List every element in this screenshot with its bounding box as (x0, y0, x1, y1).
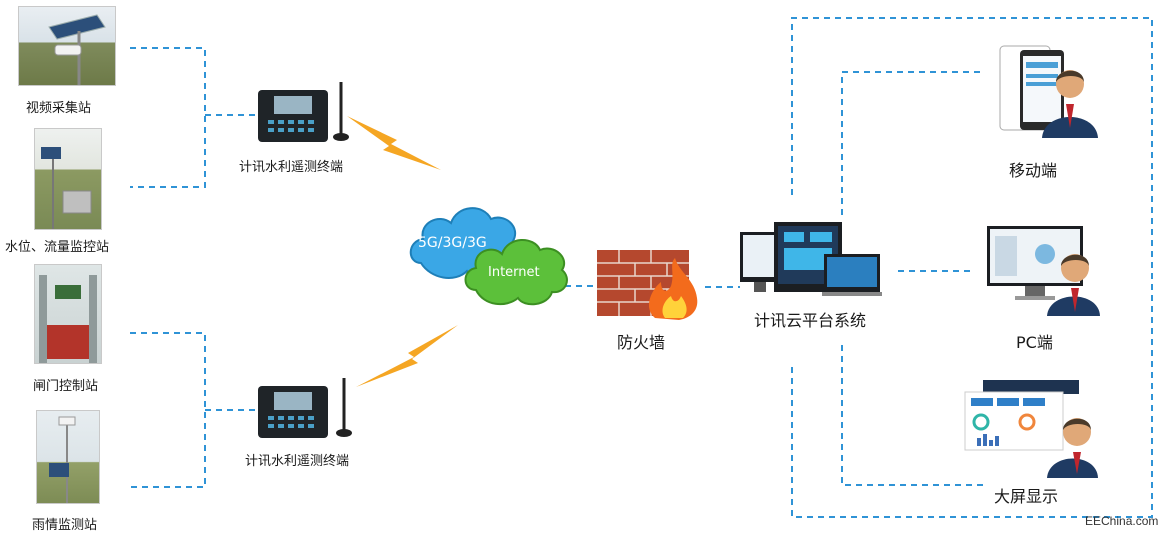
platform-monitors-icon (738, 218, 886, 304)
water-level-station-photo (34, 128, 102, 230)
platform-label: 计讯云平台系统 (754, 311, 867, 330)
big-screen-client-icon (963, 378, 1098, 482)
cloud-internet-label: Internet (488, 265, 540, 280)
video-station-label: 视频采集站 (26, 101, 92, 116)
big-screen-label: 大屏显示 (994, 487, 1059, 506)
watermark: EEChina.com (1085, 514, 1159, 528)
link-platform-to-mobile (841, 71, 985, 215)
lightning-icon-bottom (352, 323, 462, 395)
rain-station-label: 雨情监测站 (32, 518, 98, 533)
mobile-label: 移动端 (1009, 161, 1058, 180)
lightning-icon-top (345, 112, 445, 178)
link-platform-to-bigscreen (841, 345, 985, 486)
gate-station-label: 闸门控制站 (33, 379, 99, 394)
pc-client-icon (985, 224, 1100, 320)
link-gate-to-terminal (130, 332, 206, 488)
rain-station-photo (36, 410, 100, 504)
firewall-icon (595, 246, 707, 326)
video-station-photo (18, 6, 116, 86)
terminal-label-top: 计讯水利遥测终端 (239, 160, 344, 175)
terminal-device-top (256, 80, 356, 150)
link-outer-frame (791, 17, 1153, 518)
link-video-to-terminal (130, 47, 206, 188)
cloud-internet-icon (462, 228, 572, 316)
mobile-client-icon (998, 44, 1098, 142)
terminal-device-bottom (256, 376, 356, 446)
firewall-label: 防火墙 (617, 333, 666, 352)
cloud-5g-label: 5G/3G/3G (418, 235, 487, 251)
gate-station-photo (34, 264, 102, 364)
terminal-label-bottom: 计讯水利遥测终端 (245, 454, 350, 469)
water-level-station-label: 水位、流量监控站 (5, 240, 110, 255)
pc-label: PC端 (1016, 333, 1053, 352)
